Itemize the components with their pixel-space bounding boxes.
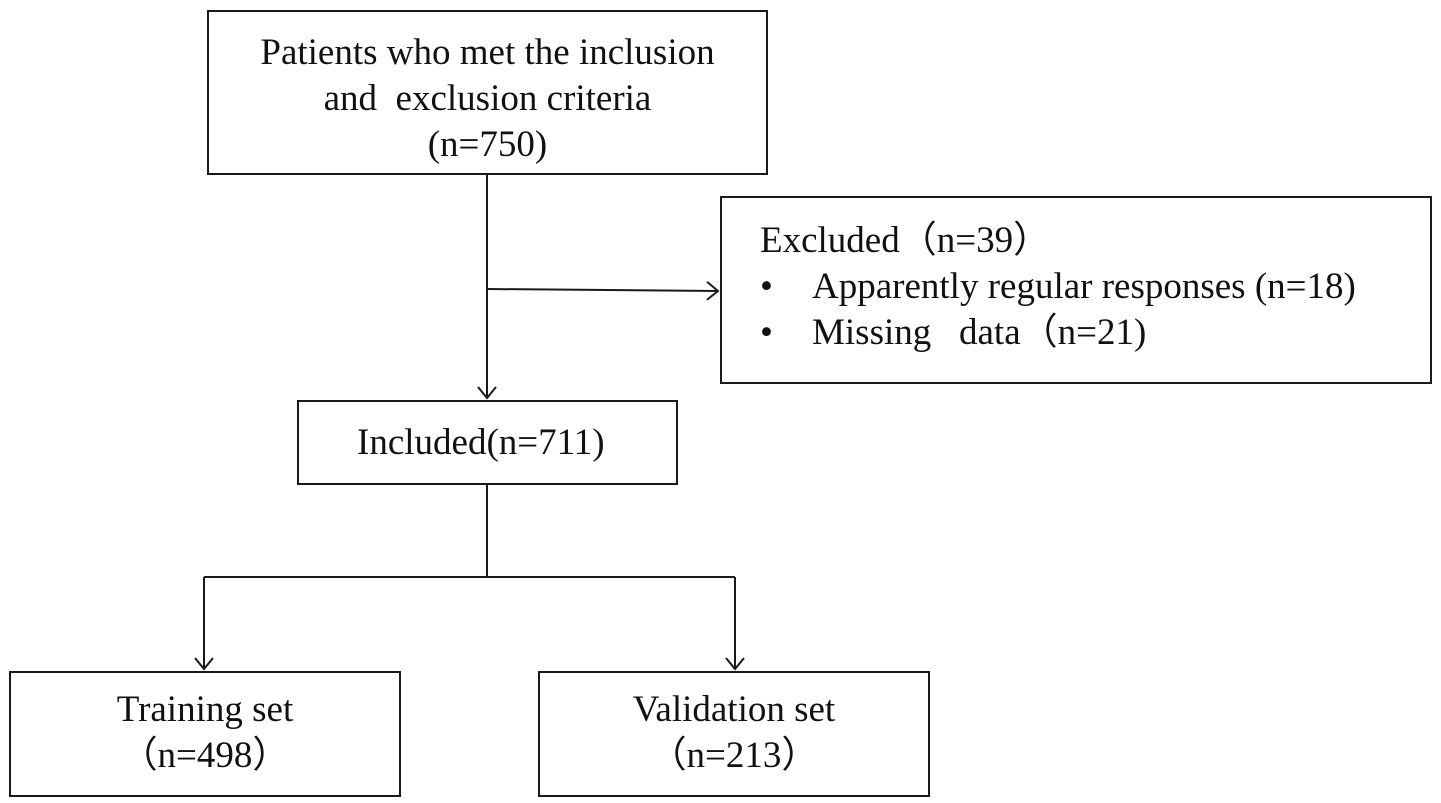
validation-set-count: （n=213） [649, 735, 819, 776]
excluded-content: Excluded（n=39） • Apparently regular resp… [760, 218, 1356, 356]
eligible-line-2: and exclusion criteria [323, 78, 652, 119]
excluded-item: • Missing data（n=21) [760, 310, 1356, 356]
validation-set-label: Validation set [632, 689, 836, 730]
validation-set-content: Validation set （n=213） [540, 687, 928, 779]
eligible-patients-box: Patients who met the inclusion and exclu… [207, 10, 768, 175]
eligible-count: (n=750) [427, 124, 548, 165]
training-set-content: Training set （n=498） [11, 687, 399, 779]
training-set-box: Training set （n=498） [9, 671, 401, 797]
eligible-patients-text: Patients who met the inclusion and exclu… [209, 30, 766, 168]
excluded-title: Excluded（n=39） [760, 220, 1051, 261]
bullet-icon: • [760, 266, 773, 307]
excluded-item-text: Missing data（n=21) [812, 312, 1147, 353]
eligible-line-1: Patients who met the inclusion [260, 32, 715, 73]
excluded-item-text: Apparently regular responses (n=18) [812, 266, 1356, 307]
training-set-count: （n=498） [120, 735, 290, 776]
training-set-label: Training set [116, 689, 294, 730]
bullet-icon: • [760, 312, 773, 353]
included-label: Included(n=711) [357, 422, 605, 463]
excluded-item: • Apparently regular responses (n=18) [760, 264, 1356, 310]
validation-set-box: Validation set （n=213） [538, 671, 930, 797]
arrow-to-excluded [486, 281, 720, 301]
included-box: Included(n=711) [297, 400, 678, 485]
excluded-box: Excluded（n=39） • Apparently regular resp… [720, 196, 1432, 384]
included-content: Included(n=711) [357, 420, 605, 466]
